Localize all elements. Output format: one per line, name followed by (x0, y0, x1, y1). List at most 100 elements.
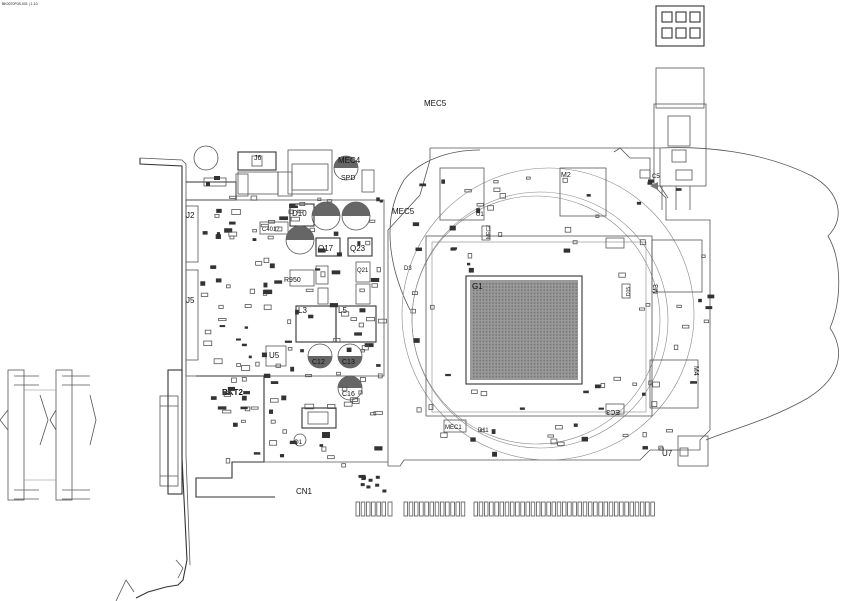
smd-pad (240, 365, 251, 371)
bga-ball (530, 337, 533, 339)
bga-ball (530, 350, 533, 352)
bga-ball (498, 350, 501, 352)
bga-ball (492, 321, 494, 323)
bga-ball (473, 331, 475, 333)
bga-ball (482, 350, 485, 352)
gold-finger (629, 501, 634, 517)
smd-pad (241, 377, 247, 382)
smd-passive (419, 183, 427, 187)
bga-ball (569, 283, 571, 285)
bga-ball (556, 315, 558, 317)
bga-ball (485, 299, 488, 301)
bga-ball (572, 295, 574, 298)
bga-ball (533, 375, 536, 378)
bga-ball (517, 356, 520, 359)
bga-ball (473, 283, 475, 285)
bga-ball (527, 363, 529, 365)
bga-ball (546, 318, 549, 320)
bga-ball (489, 299, 491, 301)
bga-ball (473, 366, 475, 368)
bga-ball (562, 324, 565, 327)
bga-ball (505, 311, 507, 314)
mec1-label: MEC1 (445, 425, 462, 431)
bga-ball (514, 369, 517, 371)
bga-ball (476, 286, 478, 288)
bga-ball (501, 356, 504, 359)
smd-pad (358, 390, 363, 395)
smd-pad (263, 373, 271, 378)
smd-passive (468, 267, 474, 273)
bga-ball (495, 286, 497, 288)
bga-ball (572, 356, 574, 359)
bga-ball (527, 299, 529, 301)
bga-ball (492, 356, 494, 359)
header-tiny-text: BK0070F0S-001 | 1.10 (2, 2, 38, 6)
bga-ball (540, 359, 542, 362)
bga-ball (517, 292, 520, 295)
bga-ball (482, 369, 485, 371)
bga-ball (514, 350, 517, 352)
smd-pad (376, 267, 381, 273)
bga-ball (498, 331, 501, 333)
bga-ball (537, 375, 539, 378)
bga-ball (553, 305, 555, 307)
bga-ball (521, 286, 523, 288)
bga-ball (476, 340, 478, 343)
gold-finger (556, 501, 562, 517)
small-pad-cluster (200, 195, 387, 468)
bga-ball (533, 305, 536, 307)
bga-ball (479, 292, 481, 295)
bga-ball (543, 327, 545, 330)
bga-ball (527, 343, 529, 346)
bga-ball (556, 353, 558, 355)
bga-ball (546, 347, 549, 349)
gold-finger (381, 501, 386, 517)
bga-ball (562, 331, 565, 333)
bga-ball (565, 372, 568, 375)
bga-ball (540, 324, 542, 327)
bga-ball (533, 318, 536, 320)
smd-passive (466, 262, 471, 266)
d10-label: D10 (292, 209, 307, 218)
smd-pad (321, 446, 327, 452)
bga-ball (540, 343, 542, 346)
smd-passive (666, 429, 673, 433)
bga-ball (521, 343, 523, 346)
inductors: L3 L5 (295, 305, 377, 343)
bga-ball (549, 363, 552, 365)
bga-ball (562, 308, 565, 311)
smd-passive (557, 441, 565, 446)
bga-ball (489, 337, 491, 339)
bga-ball (521, 340, 523, 343)
gold-finger (520, 501, 525, 517)
bga-ball (533, 283, 536, 285)
gold-finger (567, 501, 572, 517)
q21-label: Q21 (357, 268, 369, 274)
bga-ball (492, 366, 494, 368)
bga-ball (556, 324, 558, 327)
bga-ball (543, 302, 545, 304)
bga-ball (543, 372, 545, 375)
bga-ball (514, 318, 517, 320)
bga-ball (489, 289, 491, 291)
bga-ball (524, 308, 526, 311)
bga-ball (476, 302, 478, 304)
smd-passive (641, 392, 646, 396)
bga-ball (562, 363, 565, 365)
bga-ball (559, 356, 561, 359)
gold-finger (598, 501, 603, 517)
bga-ball (559, 289, 561, 291)
bga-ball (511, 331, 513, 333)
bga-ball (482, 363, 485, 365)
bga-ball (498, 302, 501, 304)
bga-ball (501, 372, 504, 375)
bga-ball (530, 369, 533, 371)
bga-ball (473, 337, 475, 339)
bga-ball (508, 375, 510, 378)
bga-ball (575, 318, 577, 320)
bga-ball (565, 340, 568, 343)
bga-ball (492, 350, 494, 352)
bga-ball (473, 356, 475, 359)
bga-ball (485, 366, 488, 368)
bga-ball (489, 315, 491, 317)
